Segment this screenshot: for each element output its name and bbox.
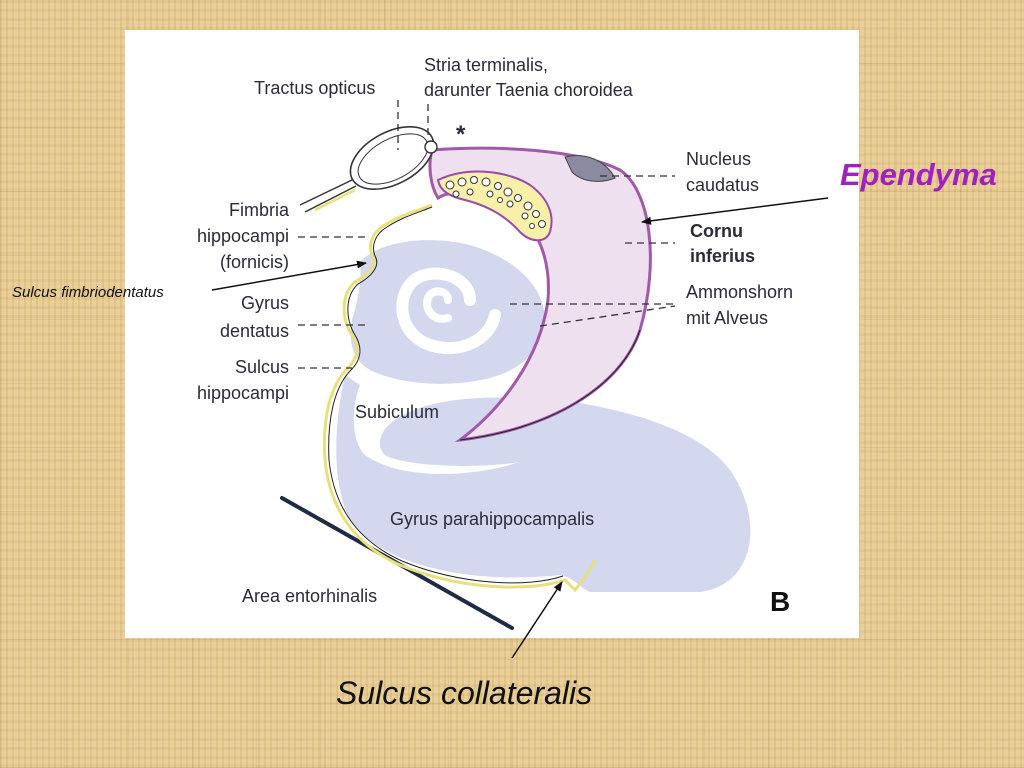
label-fimbria-line1: Fimbria	[229, 200, 290, 220]
label-ammon-line1: Ammonshorn	[686, 282, 793, 302]
label-cornu-line2: inferius	[690, 246, 755, 266]
tractus-opticus-tail	[299, 179, 357, 213]
tractus-opticus-yellow	[314, 188, 356, 212]
label-subiculum: Subiculum	[355, 402, 439, 422]
label-nucleus-line2: caudatus	[686, 175, 759, 195]
label-gyrus-dentatus-line1: Gyrus	[241, 293, 289, 313]
tractus-opticus-shape	[349, 126, 435, 190]
arrow-sulcus-fimbriodentatus	[211, 260, 367, 291]
dentate-tissue	[350, 240, 545, 384]
tractus-opticus-inner	[357, 133, 429, 185]
pial-outline	[322, 203, 597, 593]
leader-ammonshorn-2	[539, 305, 676, 327]
parahippocampal-tissue	[336, 375, 751, 592]
label-ammon-line2: mit Alveus	[686, 308, 768, 328]
label-sulcus-hipp-line2: hippocampi	[197, 383, 289, 403]
stria-terminalis-mark	[424, 140, 438, 154]
label-sulcus-hipp-line1: Sulcus	[235, 357, 289, 377]
label-gyrus-dentatus-line2: dentatus	[220, 321, 289, 341]
label-stria-line1: Stria terminalis,	[424, 55, 548, 75]
pial-outline-dark	[328, 206, 564, 584]
annotation-sulcus-collateralis: Sulcus collateralis	[336, 675, 592, 711]
choroid-plexus	[436, 170, 553, 242]
label-panel-letter: B	[770, 586, 790, 617]
arrow-ependyma	[641, 197, 829, 225]
arrow-sulcus-collateralis	[511, 581, 563, 659]
annotation-ependyma: Ependyma	[840, 157, 997, 192]
choroid-plexus-nodules	[445, 176, 546, 229]
label-cornu-line1: Cornu	[690, 221, 743, 241]
ventricle-inner-wall	[459, 329, 641, 441]
nucleus-caudatus-shape	[564, 155, 616, 182]
label-area-entorhinalis: Area entorhinalis	[242, 586, 377, 606]
label-gyrus-parahipp: Gyrus parahippocampalis	[390, 509, 594, 529]
label-fimbria-line3: (fornicis)	[220, 252, 289, 272]
label-asterisk: *	[456, 121, 466, 148]
label-tractus-opticus: Tractus opticus	[254, 78, 375, 98]
label-fimbria-line2: hippocampi	[197, 226, 289, 246]
dentate-spiral-inner	[423, 287, 452, 323]
label-nucleus-line1: Nucleus	[686, 149, 751, 169]
annotation-sulcus-fimbriodentatus: Sulcus fimbriodentatus	[12, 284, 164, 301]
dentate-spiral	[396, 267, 501, 355]
label-stria-line2: darunter Taenia choroidea	[424, 80, 634, 100]
